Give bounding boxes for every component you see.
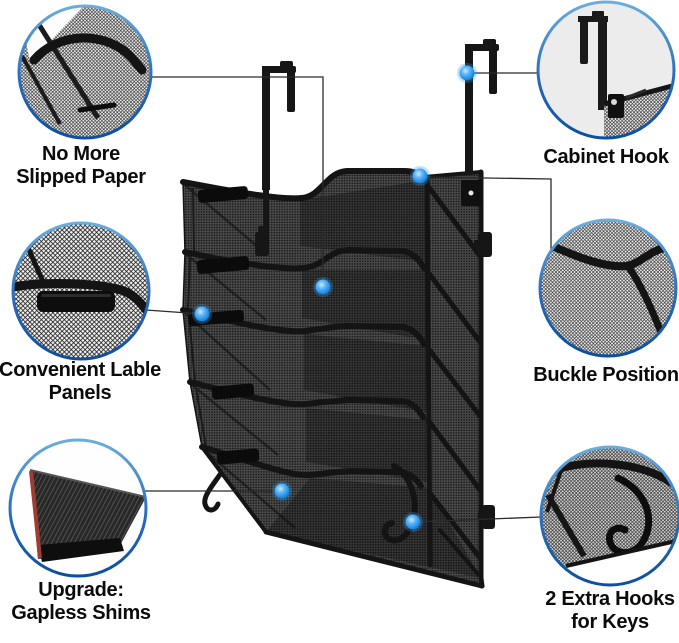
callout-circle-upgrade-gapless-shims [8, 438, 148, 578]
label-line: Upgrade: [38, 579, 124, 601]
callout-dot-buckle-position [410, 166, 430, 186]
buckle-clips [474, 232, 495, 529]
left-frame-wires [187, 187, 207, 448]
callout-label-convenient-lable-panels: Convenient Lable Panels [0, 359, 180, 405]
callout-line-extra-hooks [412, 516, 542, 523]
callout-circle-cabinet-hook [536, 0, 676, 140]
callout-dot-extra-hooks [403, 512, 423, 532]
wall-file-organizer-illustration [180, 39, 499, 589]
label-line: for Keys [571, 611, 649, 633]
callout-photo-shim [10, 440, 146, 576]
over-door-hook-left [255, 61, 296, 256]
label-line: No More [42, 143, 120, 165]
buckle-clip [482, 505, 495, 529]
callout-line-buckle-position [423, 176, 552, 252]
buckle-clip [478, 232, 492, 257]
callout-line-convenient-lable-panels [145, 309, 203, 315]
bottom-key-hooks [202, 463, 418, 544]
callout-circle-extra-hooks [539, 445, 679, 587]
callout-dot-upgrade-gapless-shims [272, 481, 292, 501]
callout-dot-convenient-lable-panels [192, 304, 212, 324]
callout-photo-label-panel [13, 223, 149, 359]
key-hook-right [381, 463, 418, 544]
callout-label-buckle-position: Buckle Position [496, 364, 679, 387]
callout-photo-key-hook [541, 447, 679, 585]
callout-dot-no-more-slipped-paper [313, 277, 333, 297]
callout-dot-cabinet-hook [457, 63, 477, 83]
callout-photo-slipped-paper [19, 6, 151, 138]
side-braces [425, 183, 483, 576]
label-line: Gapless Shims [11, 602, 151, 624]
label-panel [196, 256, 250, 274]
frame-edges [200, 169, 485, 589]
label-line: Buckle Position [533, 364, 679, 386]
over-door-hook-right [461, 39, 499, 206]
callout-photo-cabinet-hook [538, 2, 674, 138]
label-line: Convenient Lable [0, 359, 161, 381]
label-panel [197, 186, 249, 203]
callout-circle-convenient-lable-panels [11, 221, 151, 361]
callout-connector-lines [144, 72, 552, 523]
callout-circle-no-more-slipped-paper [17, 4, 153, 140]
callout-label-cabinet-hook: Cabinet Hook [506, 146, 679, 169]
callout-label-upgrade-gapless-shims: Upgrade: Gapless Shims [0, 579, 181, 625]
callout-circle-buckle-position [538, 218, 678, 358]
callout-dots [192, 63, 477, 532]
label-panel [216, 448, 260, 465]
label-line: Cabinet Hook [543, 146, 669, 168]
callout-label-extra-hooks-for-keys: 2 Extra Hooks for Keys [510, 588, 679, 634]
label-line: Panels [48, 382, 112, 404]
label-line: Slipped Paper [16, 166, 146, 188]
key-hook-left [202, 470, 224, 513]
label-panel [211, 383, 255, 400]
tier-rails [180, 168, 427, 489]
callout-line-no-more-slipped-paper [151, 76, 324, 287]
label-line: 2 Extra Hooks [545, 588, 675, 610]
label-panels [187, 186, 260, 465]
callout-label-no-more-slipped-paper: No More Slipped Paper [0, 143, 177, 189]
